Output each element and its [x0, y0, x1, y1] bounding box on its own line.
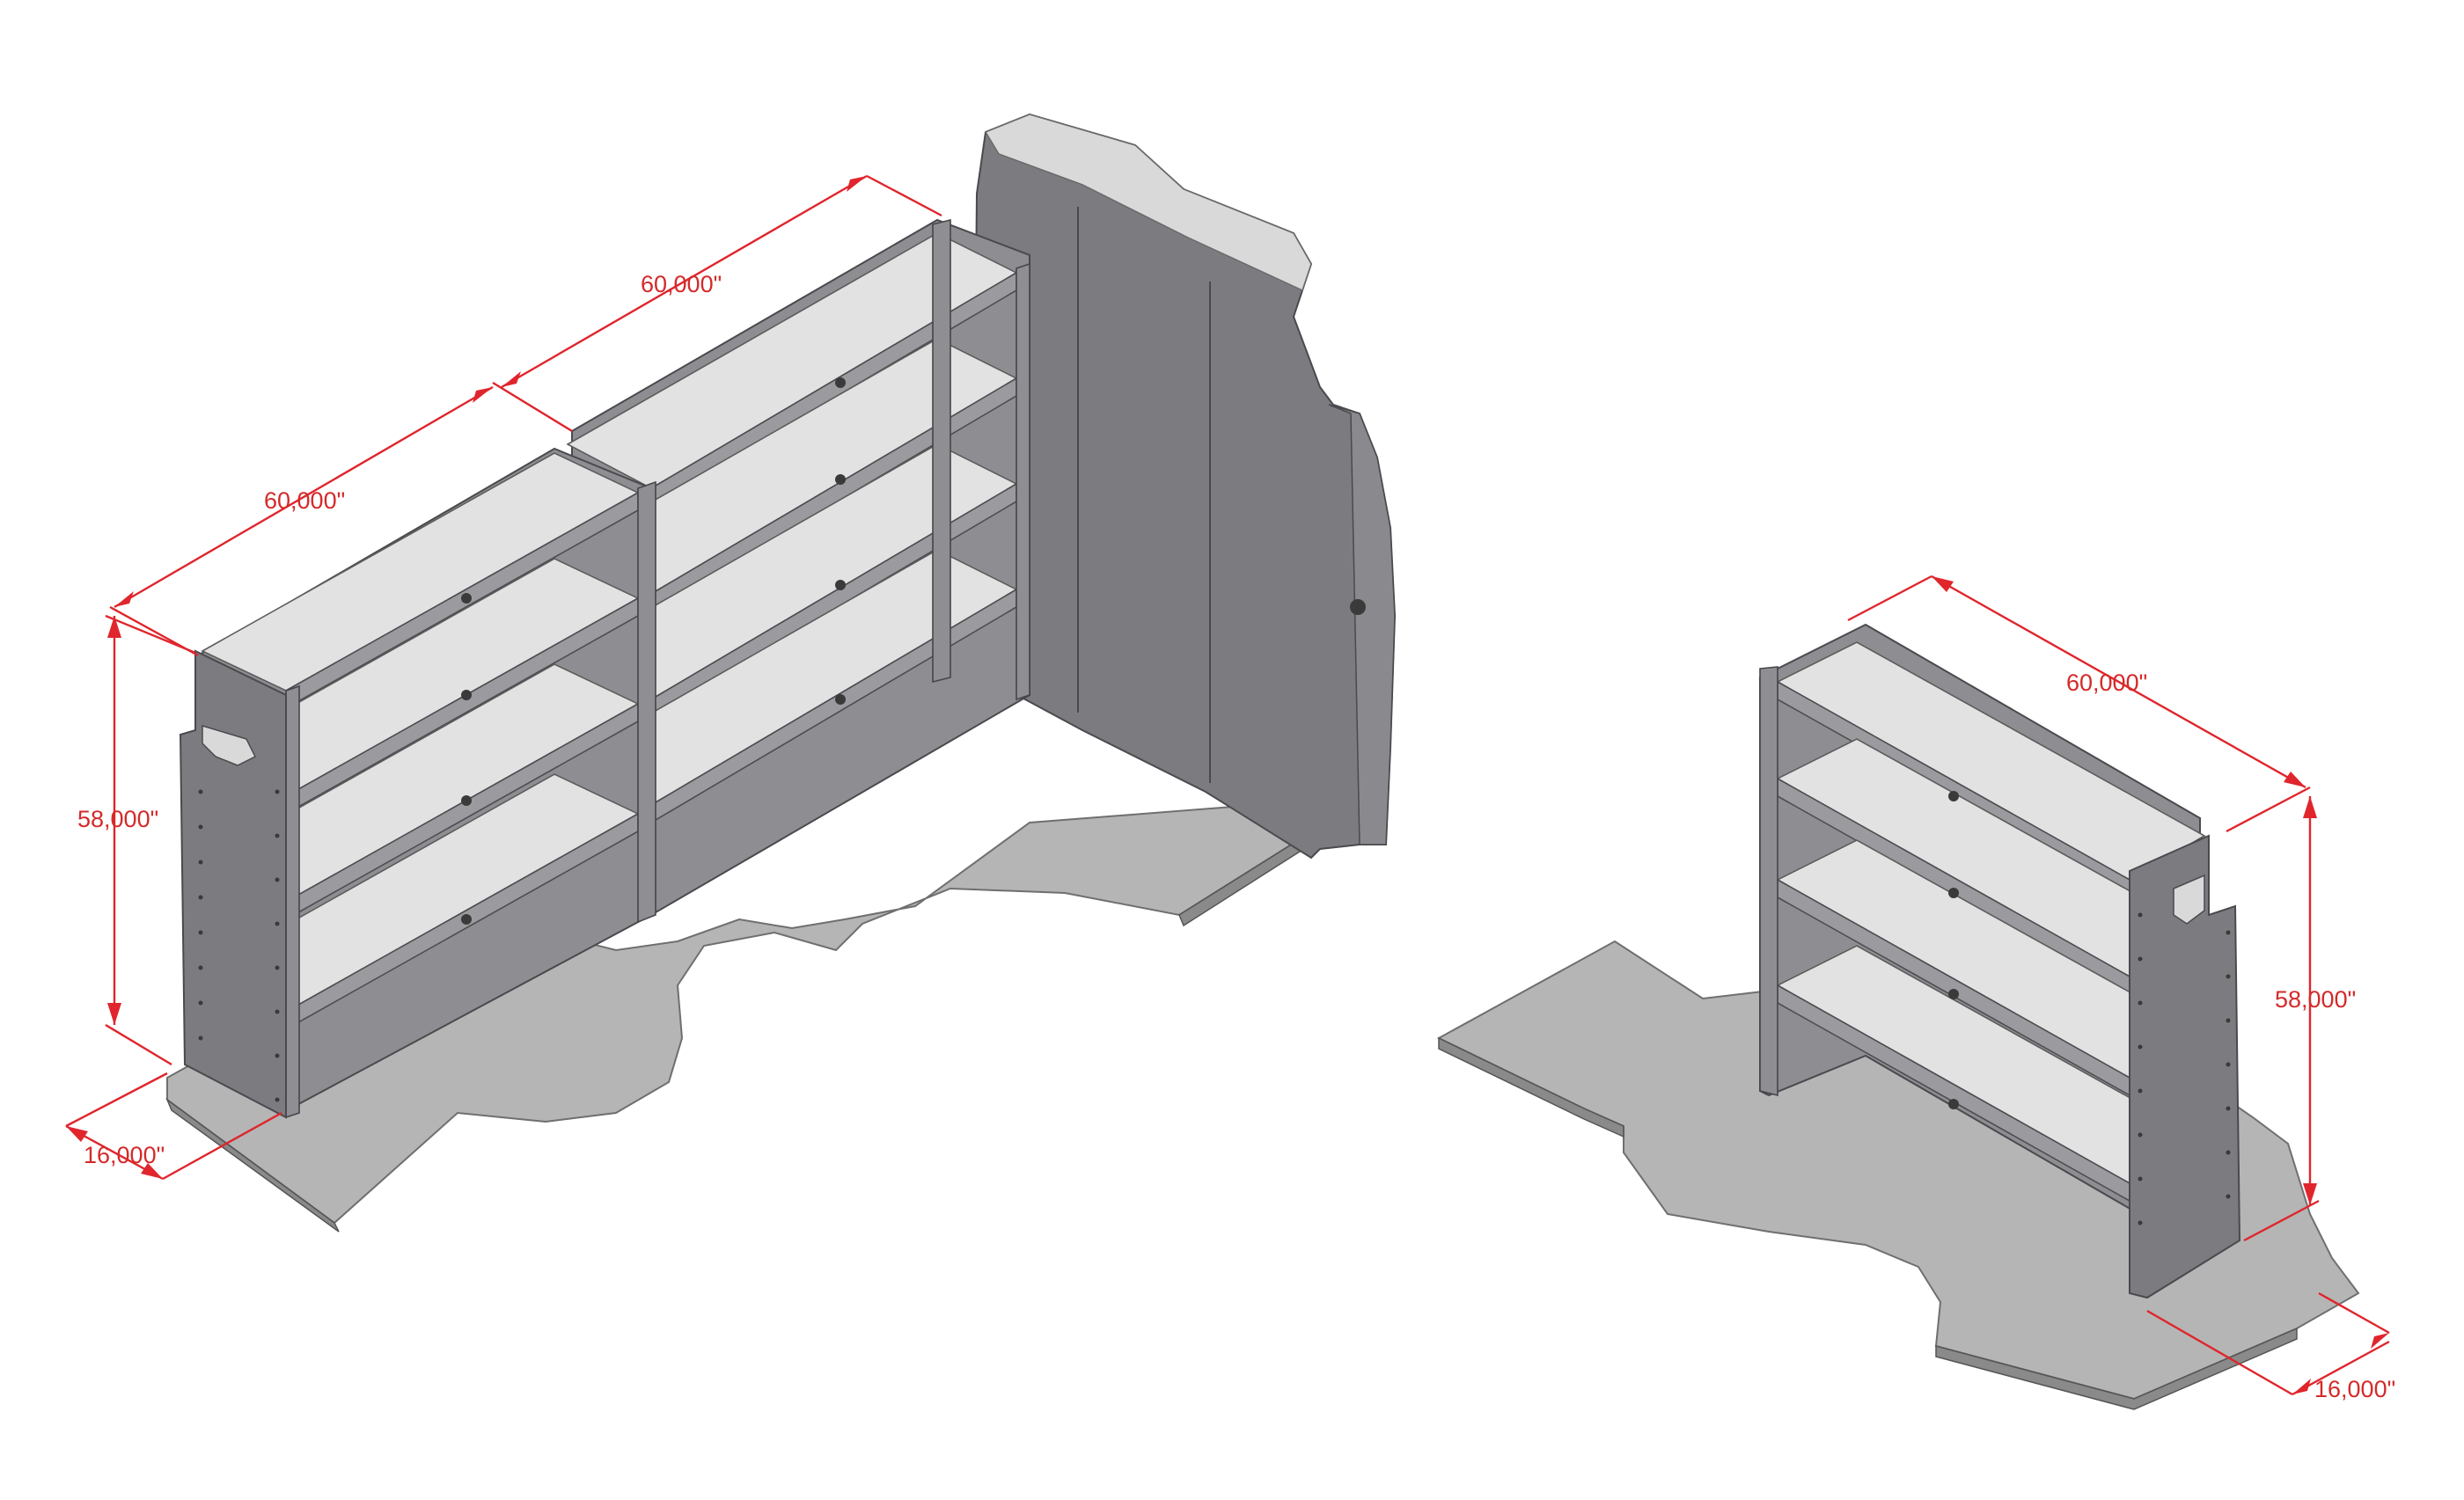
shelf-latch-icons: [461, 377, 846, 925]
right-floor-edge-2: [1935, 1327, 2298, 1410]
right-floor-edge: [1438, 1036, 1624, 1138]
end-panel-holes: [198, 789, 280, 1102]
partition-top: [984, 113, 1312, 292]
left-front-width-label: 60,000": [264, 487, 345, 514]
left-dimensions: 60,000" 60,000" 58,000" 16,000": [65, 174, 942, 1181]
left-depth-label: 16,000": [84, 1142, 165, 1168]
right-dimensions: 60,000" 58,000" 16,000": [1847, 574, 2395, 1402]
rear-right-post: [1016, 262, 1030, 701]
left-rear-width-label: 60,000": [641, 271, 722, 297]
left-height-label: 58,000": [77, 806, 158, 832]
right-end-panel-holes: [2138, 912, 2231, 1226]
left-floor-edge: [165, 1097, 340, 1233]
front-unit-shelves: [201, 452, 640, 1031]
right-unit-shelves: [1776, 641, 2206, 1203]
right-width-label: 60,000": [2066, 670, 2147, 696]
right-height-label: 58,000": [2275, 986, 2356, 1013]
right-assembly: 60,000" 58,000" 16,000": [1436, 574, 2395, 1410]
front-left-post: [285, 684, 300, 1119]
left-assembly: 60,000" 60,000" 58,000" 16,000": [65, 113, 1397, 1233]
right-end-panel: [2129, 834, 2241, 1299]
middle-post: [637, 480, 656, 924]
right-shelf-latch-icons: [1948, 791, 1959, 1109]
right-depth-label: 16,000": [2314, 1376, 2395, 1402]
partition-handle-icon: [1350, 599, 1366, 615]
rear-top-post: [932, 218, 951, 684]
left-end-panel: [179, 649, 287, 1119]
right-unit-left-post: [1759, 666, 1778, 1097]
